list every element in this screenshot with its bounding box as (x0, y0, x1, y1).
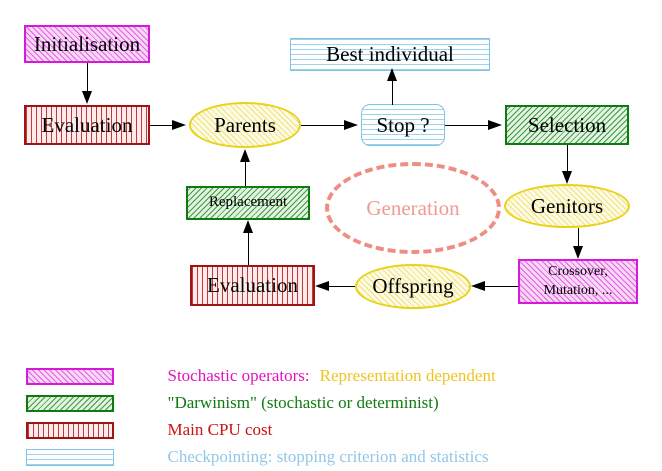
legend-row-main-cpu-cost: Main CPU cost (26, 400, 272, 460)
arrowhead-selection-to-genitors (562, 171, 572, 184)
node-generation: Generation (325, 162, 501, 254)
node-best-individual-label: Best individual (326, 42, 454, 67)
node-stop-label: Stop ? (376, 112, 430, 137)
node-parents-label: Parents (214, 112, 276, 137)
node-best-individual[interactable]: Best individual (290, 38, 490, 71)
legend-label-stochastic-operators-part2: Representation dependent (319, 366, 496, 385)
arrowhead-operators-to-offspring (471, 281, 485, 291)
node-evaluation-bottom-label: Evaluation (207, 273, 298, 298)
edge-stop-to-best-individual (392, 78, 393, 105)
edge-selection-to-genitors (567, 145, 568, 174)
node-parents[interactable]: Parents (189, 102, 301, 148)
legend-row-checkpointing: Checkpointing: stopping criterion and st… (26, 427, 489, 471)
legend-label-checkpointing-text: Checkpointing: stopping criterion and st… (167, 447, 489, 466)
edge-parents-to-stop (301, 125, 347, 126)
legend-swatch-blue-horizontal-hatch (26, 448, 114, 466)
edge-operators-to-offspring (485, 286, 518, 287)
edge-offspring-to-evaluation (329, 286, 355, 287)
node-replacement-label: Replacement (208, 194, 288, 211)
edge-initialisation-to-evaluation (87, 63, 88, 93)
legend-label-main-cpu-cost: Main CPU cost (142, 400, 273, 460)
legend-swatch-red-vertical-hatch (26, 421, 114, 439)
node-initialisation-label: Initialisation (33, 31, 141, 56)
node-offspring-label: Offspring (372, 274, 454, 299)
arrowhead-replacement-to-parents (240, 149, 250, 162)
edge-stop-to-selection (445, 125, 490, 126)
legend-label-darwinism: "Darwinism" (stochastic or determinist) (142, 373, 439, 433)
edge-evaluation-to-replacement (248, 229, 249, 265)
legend-swatch-magenta-diagonal-hatch (26, 367, 114, 385)
edge-genitors-to-operators (578, 228, 579, 249)
legend-label-stochastic-operators-part1: Stochastic operators: (167, 366, 310, 385)
node-operators[interactable]: Crossover, Mutation, ... (518, 259, 638, 304)
node-evaluation-bottom[interactable]: Evaluation (190, 265, 315, 306)
node-evaluation-top[interactable]: Evaluation (24, 105, 150, 145)
node-initialisation[interactable]: Initialisation (24, 25, 150, 63)
node-selection[interactable]: Selection (505, 105, 629, 145)
node-genitors[interactable]: Genitors (504, 184, 630, 228)
edge-evaluation-to-parents (150, 125, 178, 126)
legend-label-darwinism-text: "Darwinism" (stochastic or determinist) (167, 393, 439, 412)
legend-label-checkpointing: Checkpointing: stopping criterion and st… (142, 427, 489, 471)
node-operators-label: Crossover, Mutation, ... (543, 263, 613, 298)
arrowhead-stop-to-selection (488, 120, 502, 130)
node-offspring[interactable]: Offspring (355, 264, 471, 309)
legend-row-darwinism: "Darwinism" (stochastic or determinist) (26, 373, 439, 433)
node-genitors-label: Genitors (530, 193, 604, 218)
arrowhead-evaluation-to-parents (172, 120, 186, 130)
legend-label-main-cpu-cost-text: Main CPU cost (167, 420, 273, 439)
edge-replacement-to-parents (245, 160, 246, 186)
node-generation-label: Generation (366, 195, 460, 220)
arrowhead-genitors-to-operators (573, 246, 583, 259)
legend-swatch-green-diagonal-hatch (26, 394, 114, 412)
legend-row-stochastic-operators: Stochastic operators: Representation depe… (26, 346, 496, 406)
arrowhead-stop-to-best-individual (387, 68, 397, 81)
node-stop[interactable]: Stop ? (361, 104, 445, 146)
arrowhead-evaluation-to-replacement (243, 220, 253, 233)
arrowhead-initialisation-to-evaluation (82, 91, 92, 104)
node-selection-label: Selection (527, 112, 607, 137)
node-evaluation-top-label: Evaluation (41, 112, 133, 137)
legend-label-stochastic-operators: Stochastic operators: Representation depe… (142, 346, 496, 406)
node-replacement[interactable]: Replacement (186, 186, 310, 220)
arrowhead-parents-to-stop (344, 120, 358, 130)
arrowhead-offspring-to-evaluation (315, 281, 329, 291)
